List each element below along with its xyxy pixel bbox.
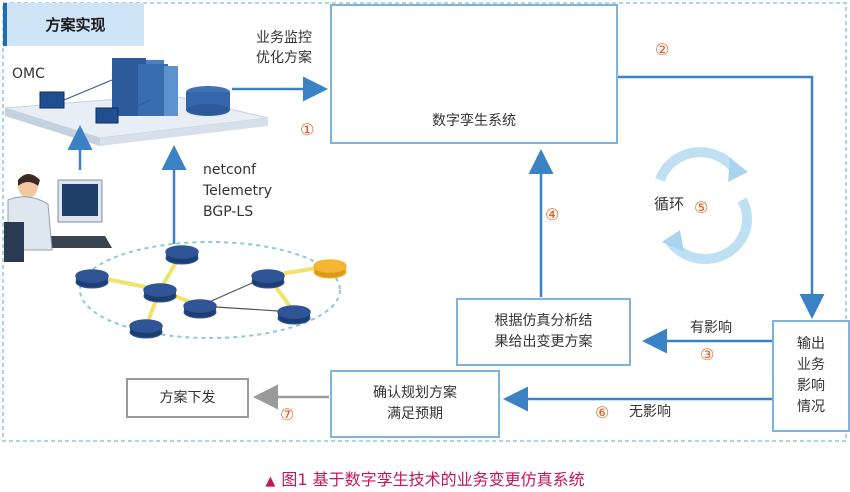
deliver-label: 方案下发 <box>159 389 216 406</box>
router-icon <box>143 283 177 303</box>
router-icon <box>313 259 347 279</box>
deliver-plan-box: 方案下发 <box>126 378 249 418</box>
protocol-bgp-ls: BGP-LS <box>203 204 254 220</box>
outer-dashed-border <box>2 2 847 442</box>
router-icon <box>277 305 311 325</box>
router-icon <box>251 269 285 289</box>
router-icon <box>183 299 217 319</box>
loop-cycle-icon <box>655 147 753 264</box>
marker-1: ① <box>300 120 315 139</box>
edge-label-no-affect: 无影响 <box>629 404 671 420</box>
digital-twin-box: 数字孪生系统 <box>330 4 618 144</box>
figure-caption: ▲ 图1 基于数字孪生技术的业务变更仿真系统 <box>0 466 850 490</box>
edge-label-affect: 有影响 <box>690 320 732 336</box>
simulate-line2: 果给出变更方案 <box>494 334 593 350</box>
marker-7: ⑦ <box>280 405 295 424</box>
marker-5: ⑤ <box>694 198 709 217</box>
confirm-line2: 满足预期 <box>387 406 443 422</box>
router-icon <box>75 269 109 289</box>
header-title: 方案实现 <box>3 3 144 46</box>
top-arrow-label-line2: 优化方案 <box>256 50 312 66</box>
caption-text: 图1 基于数字孪生技术的业务变更仿真系统 <box>281 470 585 489</box>
omc-label: OMC <box>12 66 45 82</box>
protocol-telemetry: Telemetry <box>203 183 273 199</box>
confirm-line1: 确认规划方案 <box>373 385 457 401</box>
output-line2: 业务 <box>797 357 825 373</box>
marker-3: ③ <box>700 345 715 364</box>
top-arrow-label-line1: 业务监控 <box>256 30 312 46</box>
simulate-line1: 根据仿真分析结 <box>494 313 593 329</box>
router-icon <box>165 245 199 265</box>
twin-label: 数字孪生系统 <box>432 113 516 129</box>
operator-illustration <box>4 174 112 262</box>
marker-2: ② <box>655 40 670 59</box>
simulation-plan-box: 根据仿真分析结 果给出变更方案 <box>456 298 631 366</box>
marker-6: ⑥ <box>595 403 610 422</box>
caption-triangle-icon: ▲ <box>265 474 276 489</box>
loop-label: 循环 <box>654 195 685 213</box>
marker-4: ④ <box>545 205 560 224</box>
output-impact-box: 输出 业务 影响 情况 <box>772 320 850 432</box>
output-line1: 输出 <box>797 336 825 352</box>
protocol-netconf: netconf <box>203 162 257 178</box>
flow-arrows <box>67 75 825 412</box>
output-line3: 影响 <box>797 378 825 394</box>
router-icon <box>129 319 163 339</box>
output-line4: 情况 <box>797 399 825 415</box>
confirm-plan-box: 确认规划方案 满足预期 <box>330 370 500 438</box>
omc-platform-illustration <box>4 58 269 146</box>
